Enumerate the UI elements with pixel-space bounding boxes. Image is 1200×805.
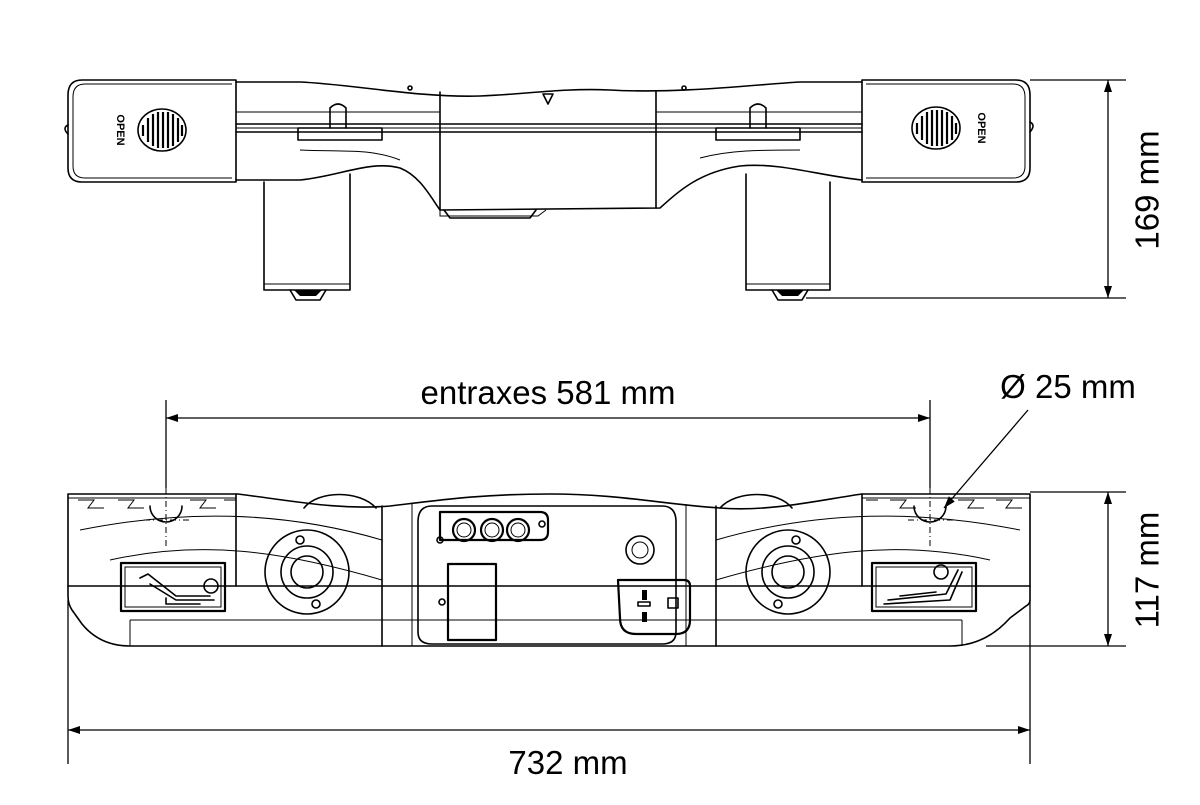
left-recline-icon bbox=[119, 561, 227, 613]
right-recline-icon bbox=[870, 561, 978, 613]
right-zigzag bbox=[866, 499, 1022, 509]
height-label-top: 169 mm bbox=[1129, 130, 1166, 249]
central-frame bbox=[235, 81, 863, 219]
width-dimension: 732 mm bbox=[67, 600, 1031, 781]
height-dimension-top: 169 mm bbox=[806, 79, 1166, 299]
top-right-leg bbox=[745, 173, 831, 301]
width-label: 732 mm bbox=[508, 744, 627, 781]
open-label-right: OPEN bbox=[975, 112, 987, 143]
left-end-box: OPEN bbox=[64, 79, 237, 183]
left-zigzag bbox=[78, 499, 236, 509]
front-body bbox=[67, 493, 1031, 647]
height-label-front: 117 mm bbox=[1129, 512, 1166, 629]
right-wheel-top bbox=[719, 493, 793, 509]
switch-cover bbox=[446, 562, 498, 642]
center-distance-dimension: entraxes 581 mm bbox=[165, 374, 931, 488]
right-mount-hole bbox=[908, 488, 954, 546]
connector-plate bbox=[436, 510, 550, 544]
diameter-callout: Ø 25 mm bbox=[943, 368, 1136, 509]
top-view: OPEN OPEN bbox=[64, 79, 1166, 301]
left-wheel bbox=[264, 529, 350, 615]
power-socket bbox=[616, 578, 692, 636]
right-vent-grille bbox=[911, 106, 961, 150]
height-dimension-front: 117 mm bbox=[986, 491, 1166, 647]
right-wheel bbox=[745, 529, 831, 615]
center-distance-label: entraxes 581 mm bbox=[421, 374, 676, 411]
top-left-leg bbox=[263, 173, 351, 301]
diameter-label: Ø 25 mm bbox=[1000, 368, 1136, 405]
left-vent-grille bbox=[137, 108, 187, 152]
round-button bbox=[625, 535, 655, 565]
front-view: entraxes 581 mm Ø 25 mm bbox=[67, 368, 1166, 781]
open-label-left: OPEN bbox=[114, 114, 126, 145]
central-panel bbox=[417, 505, 692, 645]
left-wheel-top bbox=[303, 493, 377, 509]
right-end-box: OPEN bbox=[861, 79, 1034, 183]
left-mount-hole bbox=[144, 488, 190, 546]
